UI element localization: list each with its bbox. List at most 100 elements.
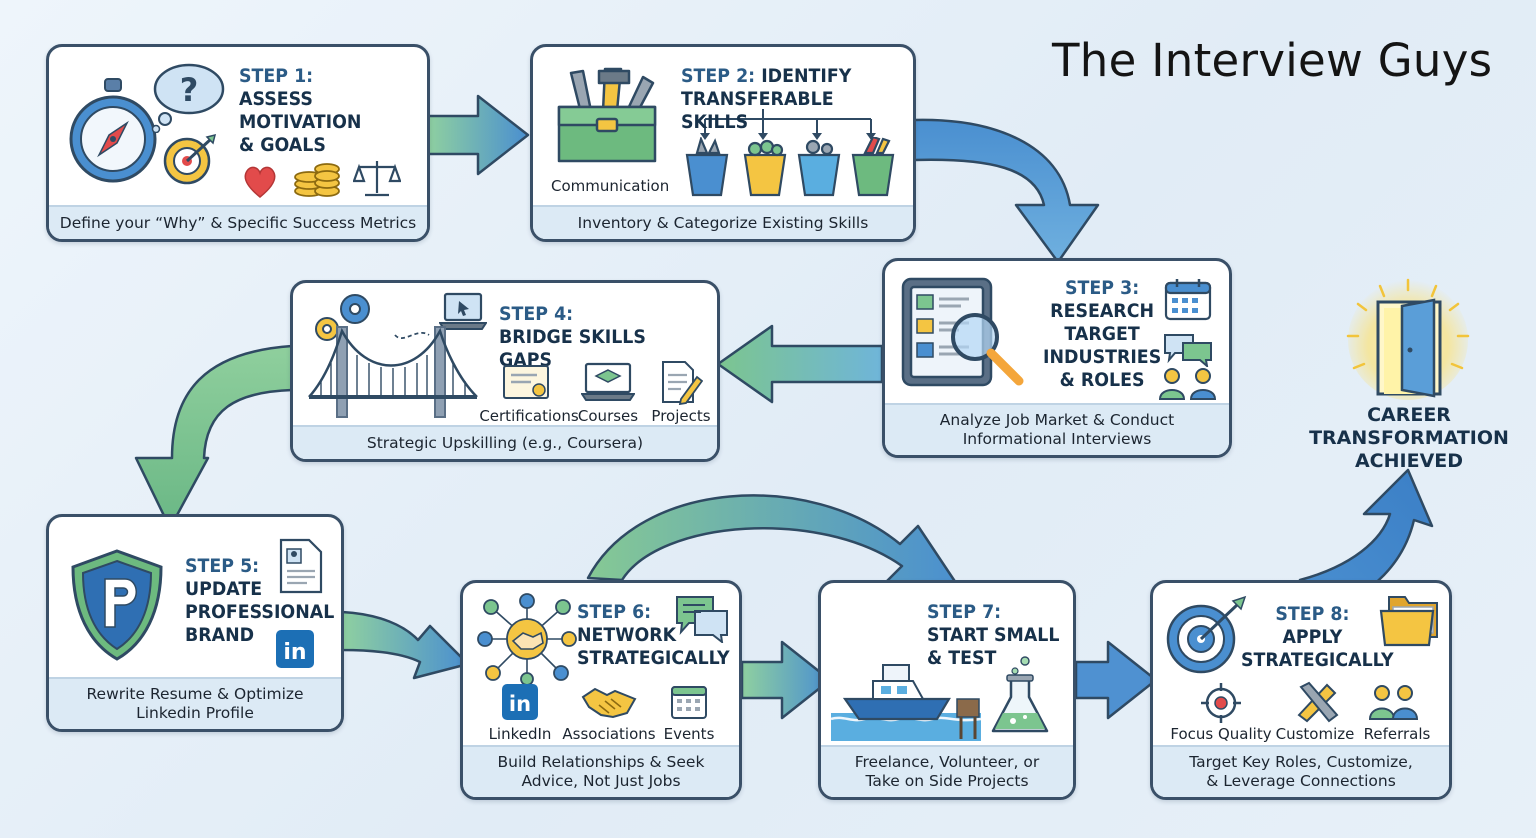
step-1-title-line-3: & GOALS [239,135,326,156]
step-3-title-line-4: & ROLES [1059,370,1145,391]
pencil-ruler-icon [1297,681,1339,723]
calendar-icon [1164,279,1212,321]
step-6-item-2: Associations [562,725,656,743]
svg-text:in: in [283,640,306,665]
step-8-card: STEP 8: APPLY STRATEGICALLY Focus Qualit… [1150,580,1452,800]
step-6-item-3: Events [663,725,715,743]
arrow-step5-to-step6 [340,610,470,680]
step-3-footer-line-2: Informational Interviews [962,430,1152,448]
step-4-number: STEP 4: [499,304,574,325]
step-5-title-line-2: PROFESSIONAL [185,602,335,623]
arrow-step1-to-step2 [426,94,530,176]
step-4-footer-text: Strategic Upskilling (e.g., Coursera) [366,433,644,452]
step-7-card: STEP 7: START SMALL & TEST Freelance, Vo… [818,580,1076,800]
step-8-footer-line-1: Target Key Roles, Customize, [1189,753,1413,771]
step-1-title: STEP 1: ASSESS MOTIVATION & GOALS [239,65,361,157]
step-6-card: STEP 6: NETWORK STRATEGICALLY in LinkedI… [460,580,742,800]
step-3-number: STEP 3: [1065,278,1140,299]
step-6-title: STEP 6: NETWORK STRATEGICALLY [577,601,730,670]
step-6-title-line-1: NETWORK [577,625,677,646]
flask-icon [991,656,1049,733]
step-6-number: STEP 6: [577,602,652,623]
step-8-footer-line-2: & Leverage Connections [1206,772,1396,790]
step-4-item-2: Courses [577,407,639,425]
step-8-title-line-1: APPLY [1282,627,1343,648]
step-5-title-line-3: BRAND [185,625,255,646]
step-7-number: STEP 7: [927,602,1002,623]
compass-icon [69,78,157,183]
thought-bubble-icon: ? [151,63,225,133]
step-3-title-line-3: INDUSTRIES [1042,347,1162,368]
step-2-footer-text: Inventory & Categorize Existing Skills [577,213,869,232]
step-8-item-3: Referrals [1363,725,1431,743]
bucket-icon [685,137,895,197]
step-6-footer-line-2: Advice, Not Just Jobs [521,772,681,790]
target-icon [163,133,217,185]
boat-icon [831,664,981,741]
skill-branches [700,109,876,140]
step-4-footer: Strategic Upskilling (e.g., Coursera) [293,425,717,459]
toolbox-label: Communication [551,177,670,195]
step-2-title-line-1: IDENTIFY [761,66,852,87]
target-arrow-icon [1166,595,1247,674]
step-5-number: STEP 5: [185,556,260,577]
step-6-footer-line-1: Build Relationships & Seek [497,753,705,771]
step-4-item-3: Projects [651,407,711,425]
certificate-icon [503,365,549,399]
heart-icon [244,166,276,198]
step-5-footer: Rewrite Resume & Optimize Linkedin Profi… [49,677,341,729]
step-7-title-line-1: START SMALL [927,625,1060,646]
toolbox-icon [557,67,657,163]
final-outcome: CAREER TRANSFORMATION ACHIEVED [1300,404,1518,473]
step-6-footer: Build Relationships & Seek Advice, Not J… [463,745,739,797]
tablet-magnifier-icon [901,277,1024,387]
final-line-3: ACHIEVED [1354,450,1464,472]
svg-text:in: in [509,692,531,716]
step-3-footer-line-1: Analyze Job Market & Conduct [939,411,1175,429]
step-2-footer: Inventory & Categorize Existing Skills [533,205,913,239]
step-3-title-line-1: RESEARCH [1050,301,1155,322]
step-5-title: STEP 5: UPDATE PROFESSIONAL BRAND [185,555,334,647]
step-8-title-line-2: STRATEGICALLY [1241,650,1394,671]
course-icon [581,362,635,401]
step-8-number: STEP 8: [1275,604,1350,625]
step-3-title-line-2: TARGET [1064,324,1140,345]
step-3-title: STEP 3: RESEARCH TARGET INDUSTRIES & ROL… [1041,277,1163,392]
chat-icon [1164,334,1212,367]
bridge-icon [308,326,478,418]
scales-icon [353,161,401,197]
arrow-step7-to-step8 [1074,640,1158,720]
step-8-footer: Target Key Roles, Customize, & Leverage … [1153,745,1449,797]
handshake-icon [581,687,637,719]
resume-icon [279,538,323,594]
final-line-1: CAREER [1367,404,1451,426]
arrow-arc-step6-to-step7 [586,494,964,594]
people-icon [1368,685,1419,720]
step-1-footer: Define your “Why” & Specific Success Met… [49,205,427,239]
step-6-title-line-2: STRATEGICALLY [577,648,730,669]
arrow-step3-to-step4 [716,324,884,404]
crosshair-icon [1201,683,1241,723]
step-4-card: STEP 4: BRIDGE SKILLS GAPS Certification… [290,280,720,462]
step-7-footer-line-2: Take on Side Projects [865,772,1029,790]
step-8-title: STEP 8: APPLY STRATEGICALLY [1241,603,1394,672]
step-8-item-2: Customize [1275,725,1355,743]
step-8-item-1: Focus Quality [1170,725,1272,743]
step-1-number: STEP 1: [239,66,314,87]
step-4-item-1: Certifications [479,407,579,425]
step-1-footer-text: Define your “Why” & Specific Success Met… [59,213,417,232]
step-1-title-line-2: MOTIVATION [239,112,362,133]
step-7-title: STEP 7: START SMALL & TEST [927,601,1059,670]
step-2-card: Communication STEP 2: IDENTIFY TRANSFERA… [530,44,916,242]
linkedin-icon: in [276,630,314,668]
step-2-title: STEP 2: IDENTIFY TRANSFERABLE SKILLS [681,65,899,134]
step-7-footer-line-1: Freelance, Volunteer, or [854,753,1040,771]
step-3-footer: Analyze Job Market & Conduct Information… [885,403,1229,455]
brand-title: The Interview Guys [1052,34,1493,87]
shield-p-icon [71,549,163,661]
document-pencil-icon [662,361,703,405]
step-7-title-line-2: & TEST [927,648,997,669]
people-icon [1158,368,1217,400]
arrow-step4-to-step5 [134,344,294,530]
